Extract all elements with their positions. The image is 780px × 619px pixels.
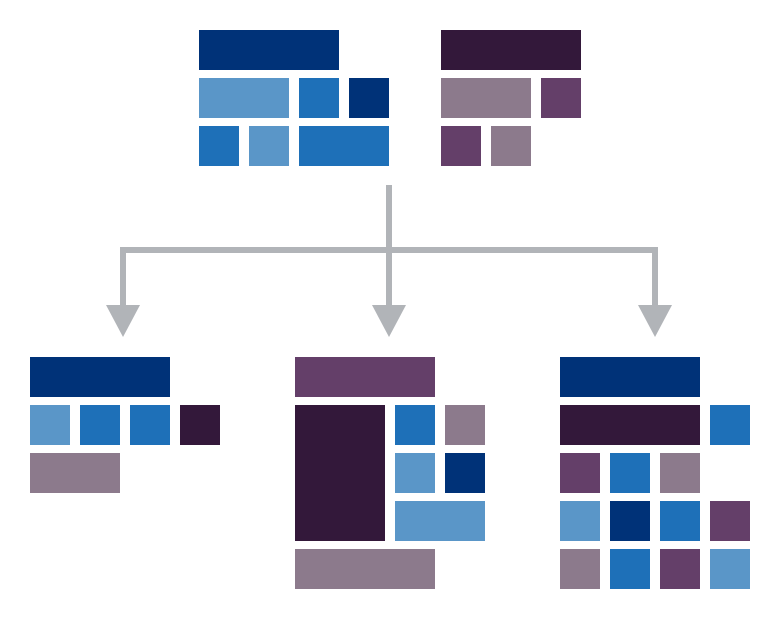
block (491, 126, 531, 166)
block (610, 453, 650, 493)
block (199, 30, 339, 70)
block (560, 453, 600, 493)
block (295, 549, 435, 589)
block (299, 126, 389, 166)
arrow-down-icon (638, 305, 672, 337)
block (30, 405, 70, 445)
block (80, 405, 120, 445)
block (441, 30, 581, 70)
block (445, 453, 485, 493)
block (180, 405, 220, 445)
block (560, 405, 700, 445)
block (441, 126, 481, 166)
block (395, 405, 435, 445)
block (349, 78, 389, 118)
block (660, 453, 700, 493)
block (610, 549, 650, 589)
block (560, 549, 600, 589)
connector-drop-center (386, 247, 392, 307)
block (660, 501, 700, 541)
connector-drop-right (652, 247, 658, 307)
block (660, 549, 700, 589)
block (610, 501, 650, 541)
block (395, 453, 435, 493)
connector-drop-left (120, 247, 126, 307)
arrow-down-icon (372, 305, 406, 337)
block (710, 405, 750, 445)
block (560, 357, 700, 397)
block (560, 501, 600, 541)
block (30, 453, 120, 493)
block (445, 405, 485, 445)
block (249, 126, 289, 166)
block (299, 78, 339, 118)
block (30, 357, 170, 397)
block (395, 501, 485, 541)
block (710, 549, 750, 589)
block (199, 78, 289, 118)
arrow-down-icon (106, 305, 140, 337)
connector-stem (386, 185, 392, 253)
block (295, 357, 435, 397)
block (295, 405, 385, 541)
block (199, 126, 239, 166)
block (130, 405, 170, 445)
block (441, 78, 531, 118)
block (710, 501, 750, 541)
block (541, 78, 581, 118)
